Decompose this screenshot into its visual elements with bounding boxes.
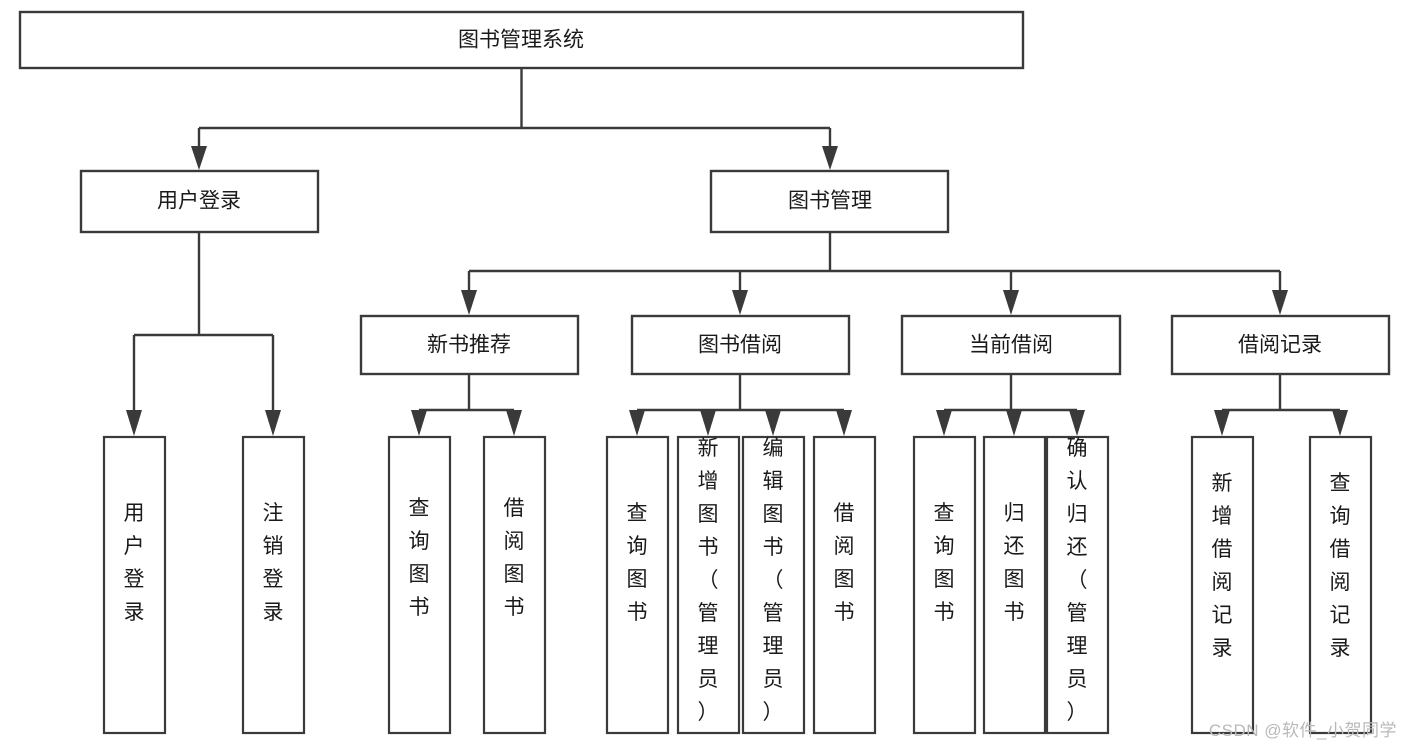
arrow-br-leaf1 bbox=[1214, 410, 1230, 436]
leaf-user-logout-label: 注销登录 bbox=[263, 502, 284, 624]
leaf-confirm-return-box[interactable] bbox=[1045, 435, 1110, 735]
node-leaf-user-logout[interactable]: 注销登录 bbox=[241, 435, 306, 735]
arrow-cb-leaf1 bbox=[936, 410, 952, 436]
arrow-to-book-manage bbox=[822, 146, 838, 170]
root-box[interactable] bbox=[18, 10, 1025, 70]
borrow-record-label: 借阅记录 bbox=[1238, 334, 1322, 357]
leaf-borrow-book-1-label: 借阅图书 bbox=[504, 497, 525, 619]
leaf-query-book-2-label: 查询图书 bbox=[627, 502, 648, 624]
leaf-query-record-label: 查询借阅记录 bbox=[1330, 472, 1351, 660]
arrow-cb-leaf2 bbox=[1006, 410, 1022, 436]
leaf-confirm-return-label: 确认归还（管理员） bbox=[1067, 437, 1088, 724]
book-borrow-label: 图书借阅 bbox=[698, 334, 782, 357]
leaf-query-book-3-box[interactable] bbox=[912, 435, 977, 735]
node-new-book-recommend[interactable]: 新书推荐 bbox=[359, 314, 580, 376]
leaf-query-book-2-box[interactable] bbox=[605, 435, 670, 735]
leaf-query-book-1-label: 查询图书 bbox=[409, 497, 430, 619]
node-borrow-record[interactable]: 借阅记录 bbox=[1170, 314, 1391, 376]
node-leaf-confirm-return[interactable]: 确认归还（管理员） bbox=[1045, 435, 1110, 735]
book-borrow-box[interactable] bbox=[630, 314, 851, 376]
node-leaf-query-book-3[interactable]: 查询图书 bbox=[912, 435, 977, 735]
node-leaf-add-book[interactable]: 新增图书（管理员） bbox=[676, 435, 741, 735]
node-leaf-user-login[interactable]: 用户登录 bbox=[102, 435, 167, 735]
user-login-label: 用户登录 bbox=[157, 190, 241, 213]
new-book-recommend-box[interactable] bbox=[359, 314, 580, 376]
leaf-add-record-label: 新增借阅记录 bbox=[1212, 472, 1233, 660]
arrow-bb-leaf3 bbox=[765, 410, 781, 436]
node-leaf-borrow-book-2[interactable]: 借阅图书 bbox=[812, 435, 877, 735]
arrow-cb-leaf3 bbox=[1069, 410, 1085, 436]
leaf-return-book-label: 归还图书 bbox=[1004, 502, 1025, 624]
arrow-user-login-leaf1 bbox=[126, 410, 142, 436]
arrow-to-book-borrow bbox=[732, 290, 748, 315]
node-root[interactable]: 图书管理系统 bbox=[18, 10, 1025, 70]
leaf-query-book-3-label: 查询图书 bbox=[934, 502, 955, 624]
root-label: 图书管理系统 bbox=[458, 29, 584, 52]
new-book-recommend-label: 新书推荐 bbox=[427, 334, 511, 357]
leaf-edit-book-box[interactable] bbox=[741, 435, 806, 735]
leaf-add-book-label: 新增图书（管理员） bbox=[698, 437, 719, 724]
csdn-watermark: CSDN @软件_小贺同学 bbox=[1208, 721, 1397, 740]
leaf-add-record-box[interactable] bbox=[1190, 435, 1255, 735]
borrow-record-box[interactable] bbox=[1170, 314, 1391, 376]
leaf-query-book-1-box[interactable] bbox=[387, 435, 452, 735]
leaf-edit-book-label: 编辑图书（管理员） bbox=[763, 437, 784, 724]
leaf-borrow-book-2-label: 借阅图书 bbox=[834, 502, 855, 624]
book-manage-box[interactable] bbox=[709, 169, 950, 234]
book-manage-label: 图书管理 bbox=[788, 190, 872, 213]
arrow-br-leaf2 bbox=[1332, 410, 1348, 436]
node-leaf-add-record[interactable]: 新增借阅记录 bbox=[1190, 435, 1255, 735]
leaf-borrow-book-2-box[interactable] bbox=[812, 435, 877, 735]
node-leaf-return-book[interactable]: 归还图书 bbox=[982, 435, 1047, 735]
leaf-user-login-label: 用户登录 bbox=[124, 502, 145, 624]
leaf-query-record-box[interactable] bbox=[1308, 435, 1373, 735]
node-book-borrow[interactable]: 图书借阅 bbox=[630, 314, 851, 376]
arrow-bb-leaf2 bbox=[700, 410, 716, 436]
node-leaf-query-record[interactable]: 查询借阅记录 bbox=[1308, 435, 1373, 735]
current-borrow-box[interactable] bbox=[900, 314, 1122, 376]
leaf-return-book-box[interactable] bbox=[982, 435, 1047, 735]
leaf-add-book-box[interactable] bbox=[676, 435, 741, 735]
arrow-to-new-book-recommend bbox=[461, 290, 477, 315]
leaf-user-login-box[interactable] bbox=[102, 435, 167, 735]
arrow-nbr-leaf2 bbox=[506, 410, 522, 436]
edges-layer bbox=[126, 68, 1348, 436]
current-borrow-label: 当前借阅 bbox=[969, 334, 1053, 357]
node-leaf-edit-book[interactable]: 编辑图书（管理员） bbox=[741, 435, 806, 735]
arrow-to-user-login bbox=[191, 146, 207, 170]
node-current-borrow[interactable]: 当前借阅 bbox=[900, 314, 1122, 376]
arrow-nbr-leaf1 bbox=[411, 410, 427, 436]
arrow-to-current-borrow bbox=[1003, 290, 1019, 315]
node-leaf-query-book-1[interactable]: 查询图书 bbox=[387, 435, 452, 735]
node-user-login[interactable]: 用户登录 bbox=[79, 169, 320, 234]
arrow-to-borrow-record bbox=[1272, 290, 1288, 315]
node-leaf-borrow-book-1[interactable]: 借阅图书 bbox=[482, 435, 547, 735]
arrow-bb-leaf1 bbox=[629, 410, 645, 436]
node-leaf-query-book-2[interactable]: 查询图书 bbox=[605, 435, 670, 735]
arrow-user-login-leaf2 bbox=[265, 410, 281, 436]
node-book-manage[interactable]: 图书管理 bbox=[709, 169, 950, 234]
leaf-borrow-book-1-box[interactable] bbox=[482, 435, 547, 735]
user-login-box[interactable] bbox=[79, 169, 320, 234]
leaf-user-logout-box[interactable] bbox=[241, 435, 306, 735]
arrow-bb-leaf4 bbox=[836, 410, 852, 436]
